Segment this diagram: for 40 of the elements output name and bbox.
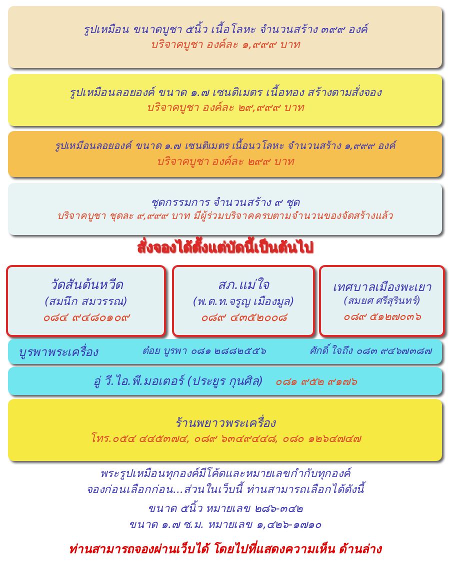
panel-text: (สมยศ ศรีสุรินทร์) bbox=[344, 294, 420, 308]
panel-text: (พ.ต.ท.จรูญ เมืองมูล) bbox=[192, 294, 294, 309]
panel-heading: สภ.แม่ใจ bbox=[217, 277, 270, 294]
panel-text: ศักดิ์ ใจถึง ๐๘๓ ๙๔๖๗๓๘๗ bbox=[309, 344, 432, 358]
panel-text: โทร.๐๕๔ ๔๔๕๓๗๔, ๐๘๙ ๖๓๔๙๔๔๘, ๐๘๐ ๑๒๖๔๗๔๗ bbox=[90, 430, 360, 446]
panel-text: บริจาคบูชา องค์ละ ๒๙,๙๙๙ บาท bbox=[146, 100, 304, 115]
notice-text: ท่านสามารถจองผ่านเว็บได้ โดยไปที่แสดงความเห็น ด้านล่าง bbox=[67, 540, 384, 558]
panel-heading: รูปเหมือน ขนาดบูชา ๕นิ้ว เนื้อโลหะ จำนวนสร้าง ๓๙๙ องค์ bbox=[83, 22, 367, 37]
panel-heading: ชุดกรรมการ จำนวนสร้าง ๙ ชุด bbox=[150, 194, 300, 210]
panel-text: บริจาคบูชา องค์ละ ๑,๙๙๙ บาท bbox=[150, 37, 300, 52]
number-range-text: ขนาด ๑.๗ ซ.ม. หมายเลข ๑,๔๒๖-๑๗๑๐ bbox=[128, 517, 322, 533]
info-panel bbox=[8, 399, 442, 461]
panel-text: ๐๘๔ ๙๔๘๐๑๐๙ bbox=[42, 309, 130, 325]
info-panel bbox=[6, 265, 166, 337]
panel-text: ต๋อย บูรพา ๐๘๑ ๒๘๘๒๕๕๖ bbox=[142, 344, 266, 358]
note-text: จองก่อนเลือกก่อน...ส่วนในเว็บนี้ ท่านสามารถเลือกได้ดังนี้ bbox=[85, 481, 367, 498]
panel-heading: อู่ วี.ไอ.พี.มอเตอร์ (ประยูร กุนศิล) bbox=[92, 373, 264, 389]
panel-heading: รูปเหมือนลอยองค์ ขนาด ๑.๗ เซนติเมตร เนื้อนวโลหะ จำนวนสร้าง ๑,๙๙๙ องค์ bbox=[54, 140, 396, 154]
info-panel bbox=[8, 74, 442, 126]
panel-heading: วัดสันต้นหวีด bbox=[50, 277, 122, 294]
panel-heading: ร้านพยาวพระเครื่อง bbox=[174, 414, 276, 430]
panel-text: ๐๘๙ ๕๑๒๗๐๓๖ bbox=[342, 308, 422, 324]
heading: สั่งจองได้ตั้งแต่บัดนี้เป็นต้นไป bbox=[0, 238, 450, 258]
note-text: พระรูปเหมือนทุกองค์มีโค้ดและหมายเลขกำกับทุกองค์ bbox=[99, 466, 353, 481]
info-panel bbox=[8, 367, 442, 395]
info-panel bbox=[8, 6, 442, 68]
panel-text: ๐๘๙ ๔๓๕๒๐๐๘ bbox=[200, 309, 286, 325]
info-panel bbox=[172, 265, 315, 337]
number-range-text: ขนาด ๕นิ้ว หมายเลข ๒๘๖-๓๔๒ bbox=[146, 500, 304, 517]
panel-heading: บูรพาพระเครื่อง bbox=[18, 344, 98, 360]
info-panel bbox=[8, 183, 442, 235]
info-panel bbox=[319, 265, 445, 337]
panel-text: (สมนึก สมวรรณ) bbox=[44, 294, 128, 309]
panel-text: ๐๘๑ ๙๕๒ ๙๑๗๖ bbox=[275, 374, 358, 388]
info-panel bbox=[8, 339, 442, 364]
panel-heading: เทศบาลเมืองพะเยา bbox=[332, 278, 432, 294]
panel-text: บริจาคบูชา องค์ละ ๒๙๙ บาท bbox=[156, 154, 294, 168]
panel-heading: รูปเหมือนลอยองค์ ขนาด ๑.๗ เซนติเมตร เนื้อทอง สร้างตามสั่งจอง bbox=[69, 85, 381, 100]
panel-text: บริจาคบูชา ชุดละ ๙,๙๙๙ บาท มีผู้ร่วมบริจาคครบตามจำนวนของจัดสร้างแล้ว bbox=[57, 210, 393, 224]
info-panel bbox=[8, 131, 442, 177]
